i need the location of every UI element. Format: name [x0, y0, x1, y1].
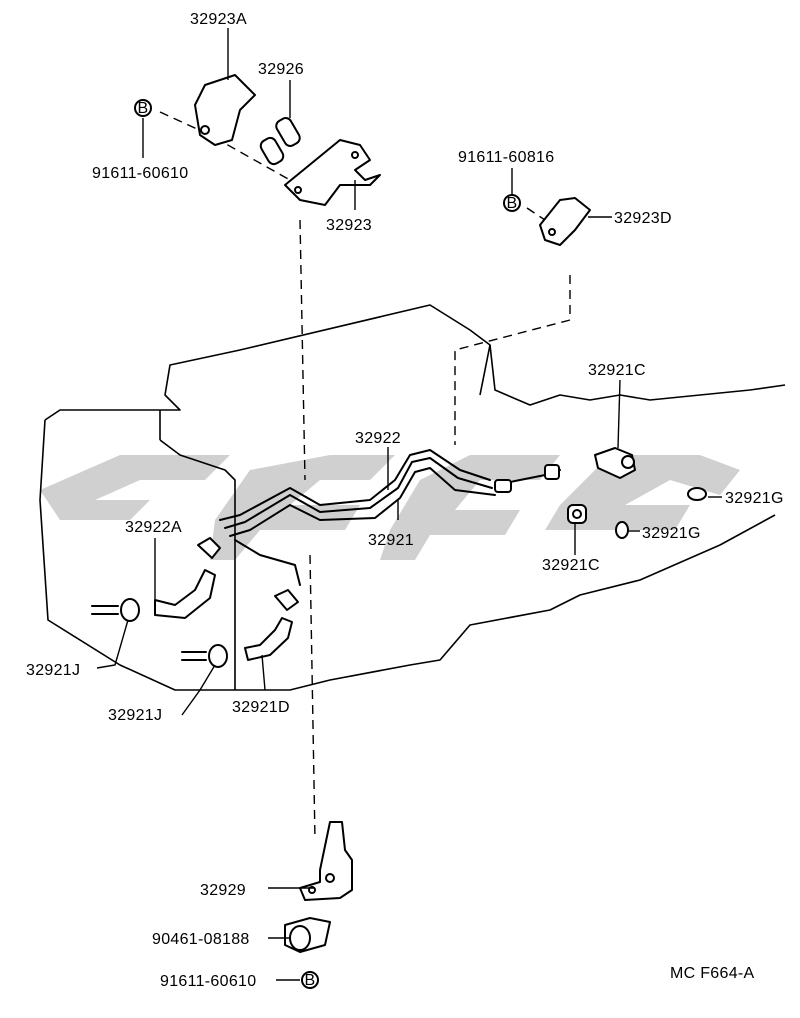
o-rings-32921g	[615, 487, 707, 539]
label-91611-60610-top: 91611-60610	[92, 165, 188, 182]
clamp-32923d	[539, 197, 591, 246]
label-32923: 32923	[326, 217, 372, 234]
label-32921c-bottom: 32921C	[542, 557, 600, 574]
label-32921: 32921	[368, 532, 414, 549]
label-90461-08188: 90461-08188	[152, 931, 250, 948]
label-32921d: 32921D	[232, 699, 290, 716]
clips-32921j	[91, 598, 228, 668]
hose-32921d	[244, 589, 299, 661]
bolt-b-icon: B	[301, 971, 319, 989]
bracket-32929	[299, 821, 353, 901]
figure-code: MC F664-A	[670, 965, 755, 982]
label-32921j-1: 32921J	[26, 662, 80, 679]
hose-32922a	[154, 537, 221, 619]
label-32926: 32926	[258, 61, 304, 78]
label-32923a: 32923A	[190, 11, 247, 28]
bolt-b-label-3: B	[305, 972, 316, 989]
bushing-32926	[259, 117, 301, 166]
fuel-pipes	[219, 449, 561, 586]
label-32923d: 32923D	[614, 210, 672, 227]
label-32922: 32922	[355, 430, 401, 447]
leader-dashes	[159, 111, 571, 841]
union-32921c-top	[594, 447, 636, 479]
label-32921g-1: 32921G	[725, 490, 784, 507]
label-32922a: 32922A	[125, 519, 182, 536]
bolt-b-label-1: B	[138, 100, 149, 117]
union-32921c-bottom	[567, 504, 587, 524]
bolt-b-icon: B	[503, 194, 521, 212]
cushion-90461-08188	[284, 917, 331, 953]
label-32921j-2: 32921J	[108, 707, 162, 724]
label-91611-60816: 91611-60816	[458, 149, 554, 166]
bracket-32923	[284, 139, 381, 206]
label-91611-60610-bottom: 91611-60610	[160, 973, 256, 990]
label-32921g-2: 32921G	[642, 525, 701, 542]
leader-lines	[96, 28, 722, 981]
bolt-b-icon: B	[134, 99, 152, 117]
engine-outline	[39, 304, 786, 691]
label-32921c-top: 32921C	[588, 362, 646, 379]
bolt-b-label-2: B	[507, 195, 518, 212]
watermark-logo	[40, 455, 740, 560]
label-32929: 32929	[200, 882, 246, 899]
bracket-32923a	[194, 74, 256, 146]
